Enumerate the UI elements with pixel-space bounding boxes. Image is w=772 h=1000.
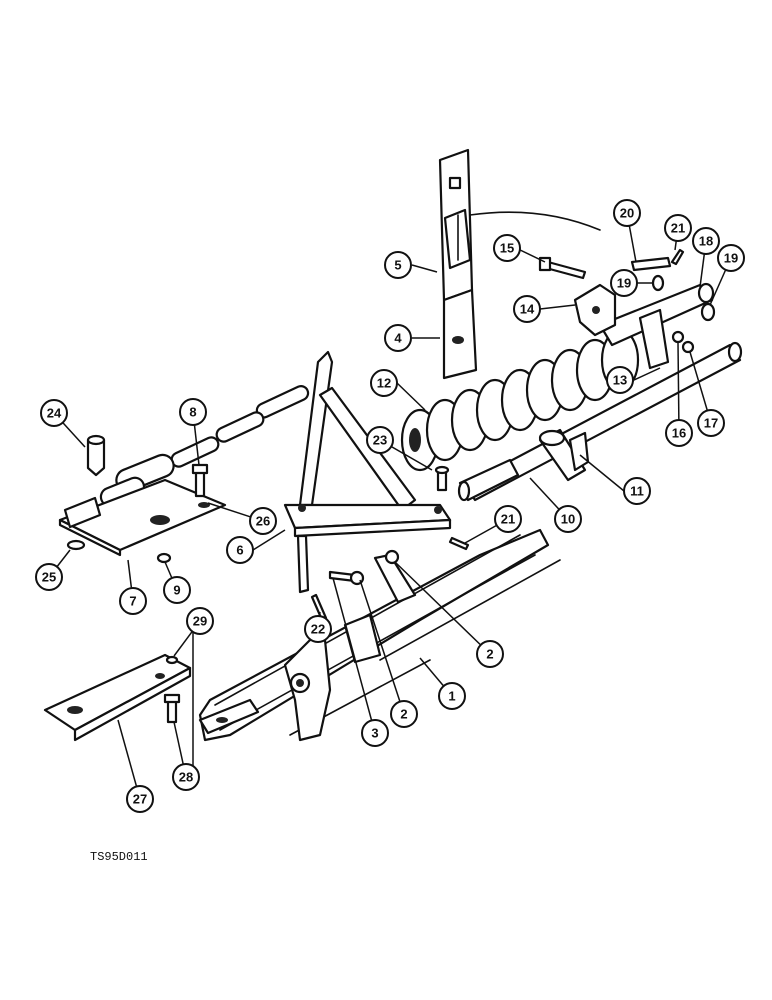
callout-7: 7	[119, 587, 147, 615]
svg-text:20: 20	[620, 206, 634, 221]
callout-26: 26	[249, 507, 277, 535]
svg-text:5: 5	[394, 258, 401, 273]
svg-text:8: 8	[189, 405, 196, 420]
callout-3: 3	[361, 719, 389, 747]
callout-9: 9	[163, 576, 191, 604]
svg-text:27: 27	[133, 792, 147, 807]
svg-text:24: 24	[47, 406, 62, 421]
plate	[58, 434, 227, 564]
callout-19b: 19	[717, 244, 745, 272]
chain	[99, 385, 310, 507]
svg-text:22: 22	[311, 622, 325, 637]
svg-text:1: 1	[448, 689, 455, 704]
svg-text:3: 3	[371, 726, 378, 741]
callout-21a: 21	[664, 214, 692, 242]
svg-text:17: 17	[704, 416, 718, 431]
callout-14: 14	[513, 295, 541, 323]
callout-8: 8	[179, 398, 207, 426]
callout-5: 5	[384, 251, 412, 279]
callout-16: 16	[665, 419, 693, 447]
callout-27: 27	[126, 785, 154, 813]
callout-11: 11	[623, 477, 651, 505]
svg-text:15: 15	[500, 241, 514, 256]
callout-17: 17	[697, 409, 725, 437]
svg-text:14: 14	[520, 302, 535, 317]
svg-text:6: 6	[236, 543, 243, 558]
spring-bracket	[573, 283, 617, 337]
svg-text:2: 2	[400, 707, 407, 722]
callout-13: 13	[606, 366, 634, 394]
svg-text:23: 23	[373, 433, 387, 448]
main-frame	[198, 528, 561, 742]
callout-6: 6	[226, 536, 254, 564]
svg-text:25: 25	[42, 570, 56, 585]
svg-text:21: 21	[501, 512, 515, 527]
callout-12: 12	[370, 369, 398, 397]
lower-plate	[43, 653, 192, 742]
svg-text:10: 10	[561, 512, 575, 527]
jack-stand	[438, 148, 601, 380]
callout-20: 20	[613, 199, 641, 227]
callout-18: 18	[692, 227, 720, 255]
callout-2a: 2	[476, 640, 504, 668]
callout-2b: 2	[390, 700, 418, 728]
svg-text:16: 16	[672, 426, 686, 441]
svg-text:21: 21	[671, 221, 685, 236]
callout-4: 4	[384, 324, 412, 352]
svg-text:7: 7	[129, 594, 136, 609]
callout-25: 25	[35, 563, 63, 591]
callout-10: 10	[554, 505, 582, 533]
triangular-bracket	[283, 350, 452, 594]
coil-spring	[400, 328, 640, 472]
callout-23: 23	[366, 426, 394, 454]
callout-24: 24	[40, 399, 68, 427]
callout-22: 22	[304, 615, 332, 643]
svg-text:4: 4	[394, 331, 402, 346]
svg-text:9: 9	[173, 583, 180, 598]
svg-text:29: 29	[193, 614, 207, 629]
callout-19a: 19	[610, 269, 638, 297]
svg-text:18: 18	[699, 234, 713, 249]
callout-1: 1	[438, 682, 466, 710]
callout-15: 15	[493, 234, 521, 262]
callout-28: 28	[172, 763, 200, 791]
svg-text:11: 11	[630, 484, 644, 499]
callout-29: 29	[186, 607, 214, 635]
svg-text:28: 28	[179, 770, 193, 785]
callout-21b: 21	[494, 505, 522, 533]
svg-text:26: 26	[256, 514, 270, 529]
svg-text:19: 19	[724, 251, 738, 266]
svg-text:2: 2	[486, 647, 493, 662]
tension-rod	[457, 341, 743, 502]
svg-text:12: 12	[377, 376, 391, 391]
svg-text:19: 19	[617, 276, 631, 291]
figure-code: TS95D011	[90, 850, 148, 864]
svg-text:13: 13	[613, 373, 627, 388]
